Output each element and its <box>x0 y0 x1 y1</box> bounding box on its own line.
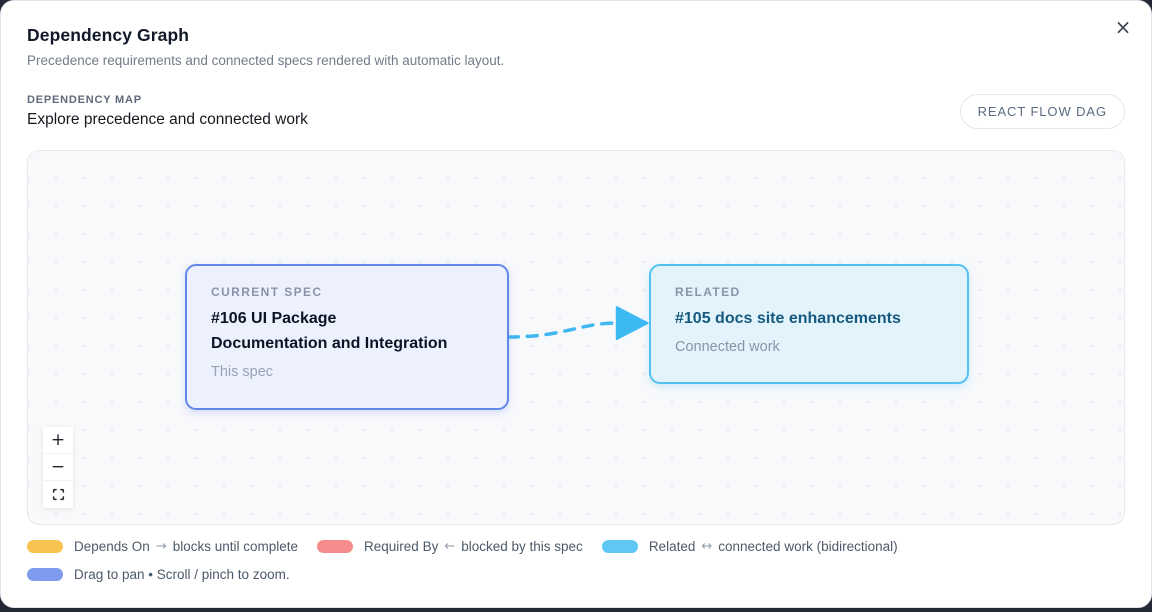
page-subtitle: Precedence requirements and connected sp… <box>27 53 505 68</box>
required-by-swatch <box>317 540 354 553</box>
flow-controls: + − <box>43 427 73 508</box>
legend-label: Depends On <box>74 539 150 554</box>
legend-label: Related <box>648 539 696 554</box>
legend-item-required-by: Required By ← blocked by this spec <box>317 539 583 554</box>
node-current-spec[interactable]: CURRENT SPEC #106 UI Package Documentati… <box>185 264 509 410</box>
legend-item-related: Related ↔ connected work (bidirectional) <box>601 539 898 554</box>
modal-header: Dependency Graph Precedence requirements… <box>1 1 1151 68</box>
legend-label: Required By <box>364 539 439 554</box>
node-title: #106 UI Package Documentation and Integr… <box>211 310 448 352</box>
close-icon[interactable]: × <box>1111 15 1135 39</box>
hint-swatch <box>27 568 63 581</box>
legend-item-depends-on: Depends On → blocks until complete <box>27 539 298 554</box>
zoom-in-button[interactable]: + <box>43 427 73 454</box>
react-flow-dag-badge: REACT FLOW DAG <box>959 94 1125 129</box>
section-eyebrow: DEPENDENCY MAP <box>27 94 142 106</box>
node-related-spec[interactable]: RELATED #105 docs site enhancements Conn… <box>649 264 969 384</box>
section-header-text: DEPENDENCY MAP Explore precedence and co… <box>27 94 308 129</box>
graph-canvas[interactable]: CURRENT SPEC #106 UI Package Documentati… <box>27 150 1125 525</box>
right-arrow-icon: → <box>155 539 167 554</box>
fit-view-button[interactable] <box>43 481 73 508</box>
node-kind-label: RELATED <box>675 285 741 299</box>
bidirectional-arrow-icon: ↔ <box>701 539 713 554</box>
node-title: #105 docs site enhancements <box>675 310 901 327</box>
zoom-out-button[interactable]: − <box>43 454 73 481</box>
page-title: Dependency Graph <box>27 25 190 45</box>
legend-description: connected work (bidirectional) <box>718 539 898 554</box>
fit-view-icon <box>52 488 64 501</box>
node-kind-label: CURRENT SPEC <box>211 285 323 299</box>
left-arrow-icon: ← <box>444 539 456 554</box>
depends-on-swatch <box>27 540 63 553</box>
pan-zoom-hint: Drag to pan • Scroll / pinch to zoom. <box>1 567 1151 582</box>
hint-label: Drag to pan • Scroll / pinch to zoom. <box>74 567 290 582</box>
node-subtitle: Connected work <box>675 338 780 355</box>
legend-description: blocks until complete <box>172 539 299 554</box>
section-heading: Explore precedence and connected work <box>27 111 308 128</box>
edge-legend: Depends On → blocks until complete Requi… <box>1 539 1151 554</box>
related-swatch <box>601 540 638 553</box>
legend-item-hint: Drag to pan • Scroll / pinch to zoom. <box>27 567 290 582</box>
section-header: DEPENDENCY MAP Explore precedence and co… <box>27 94 1125 129</box>
node-subtitle: This spec <box>211 363 274 380</box>
legend-description: blocked by this spec <box>461 539 583 554</box>
